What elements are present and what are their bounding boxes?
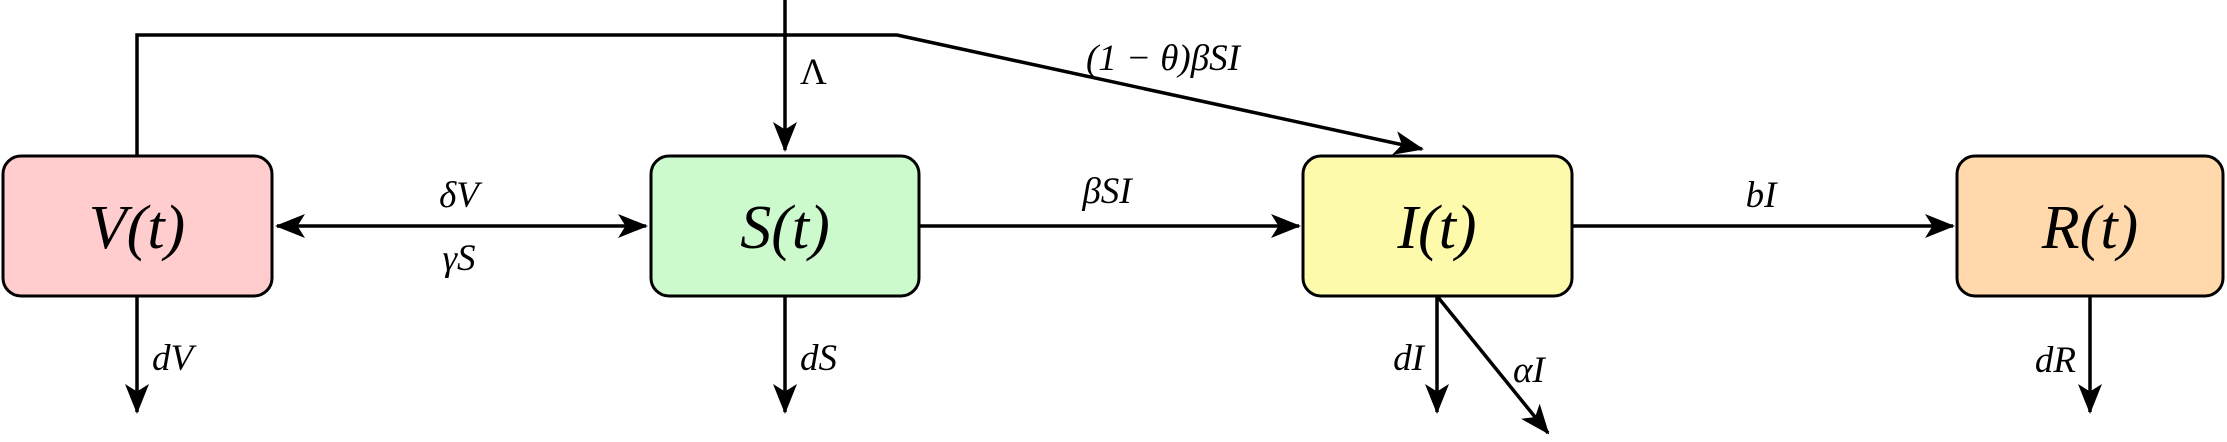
node-r-label: R(t): [2041, 194, 2138, 262]
arrow-disease-death-i: [1435, 294, 1550, 435]
label-vaccinated-infection: (1 − θ)βSI: [1086, 38, 1242, 79]
node-s-label: S(t): [740, 194, 830, 262]
label-infection-rate: βSI: [1081, 171, 1133, 212]
label-natural-death-s: dS: [800, 338, 837, 379]
label-natural-death-v: dV: [152, 338, 198, 379]
node-i-box: [1301, 154, 1574, 298]
node-s-box: [649, 154, 921, 298]
arrow-v-to-i: [135, 33, 1424, 156]
node-v-box: [1, 154, 274, 298]
node-r-box: [1955, 154, 2225, 298]
label-natural-death-i: dI: [1393, 338, 1426, 379]
label-recruitment: Λ: [800, 52, 827, 93]
node-i-label: I(t): [1396, 194, 1476, 262]
label-waning-rate: γS: [442, 238, 475, 279]
label-recovery-rate: bI: [1746, 175, 1779, 216]
label-disease-death-i: αI: [1513, 350, 1546, 391]
label-vaccination-rate: δV: [439, 175, 483, 216]
node-v-label: V(t): [89, 194, 185, 262]
label-natural-death-r: dR: [2035, 340, 2076, 381]
